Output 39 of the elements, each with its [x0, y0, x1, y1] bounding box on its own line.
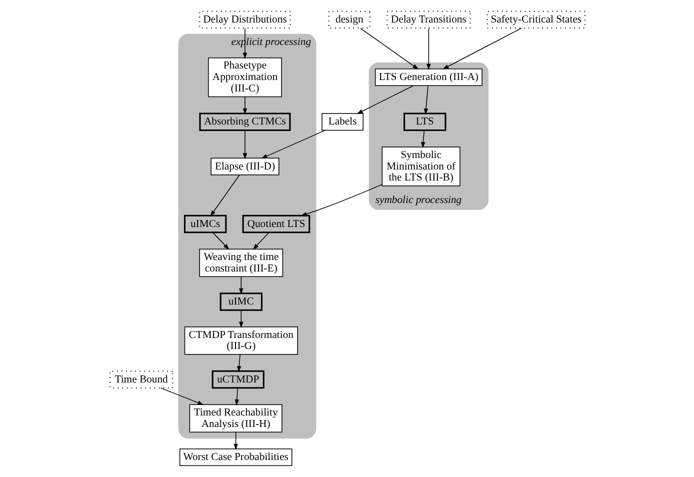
node-box: Phasetype Approximation (III-C) — [208, 57, 282, 98]
node-box: uIMC — [219, 292, 262, 311]
node-box: uIMCs — [184, 214, 226, 234]
arrow — [236, 354, 241, 372]
arrow — [426, 28, 430, 70]
arrow — [238, 310, 243, 328]
node-box: Worst Case Probabilities — [178, 448, 292, 466]
node-box: Delay Transitions — [386, 10, 470, 29]
arrow — [360, 28, 418, 70]
arrow — [356, 85, 414, 114]
arrow — [260, 130, 325, 159]
arrow — [242, 96, 247, 114]
node-box: Weaving the time constraint (III-E) — [198, 248, 283, 277]
arrow — [233, 432, 238, 450]
arrow — [238, 276, 243, 294]
arrow — [212, 232, 229, 250]
node-box: Delay Distributions — [198, 10, 290, 29]
arrow — [423, 85, 428, 115]
arrow — [300, 184, 382, 216]
arrow — [252, 232, 269, 250]
node-box: Safety-Critical States — [486, 10, 586, 29]
node-box: LTS — [403, 112, 446, 132]
node-box: Elapse (III-D) — [210, 158, 279, 176]
arrow — [420, 130, 425, 148]
node-box: Absorbing CTMCs — [198, 112, 290, 132]
node-box: LTS Generation (III-A) — [374, 68, 482, 86]
arrow — [160, 388, 204, 405]
node-box: Labels — [321, 113, 363, 131]
node-box: Quotient LTS — [242, 214, 310, 234]
node-box: CTMDP Transformation (III-G) — [184, 326, 298, 355]
node-box: Time Bound — [108, 370, 173, 388]
node-box: design — [328, 10, 370, 29]
node-box: Timed Reachability Analysis (III-H) — [188, 404, 282, 432]
arrow — [210, 174, 240, 216]
arrow — [242, 130, 247, 160]
node-box: Symbolic Minimisation of the LTS (III-B) — [381, 146, 460, 186]
arrow — [234, 388, 239, 406]
arrow — [442, 28, 522, 70]
node-box: uCTMDP — [211, 370, 264, 389]
